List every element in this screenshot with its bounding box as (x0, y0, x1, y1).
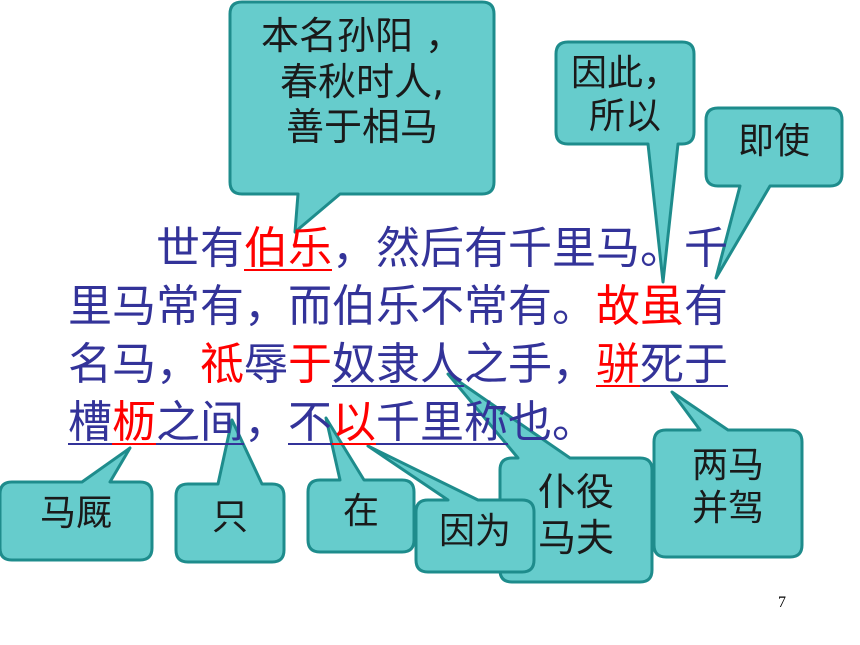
callout-bole (228, 0, 496, 234)
passage-segment: 之间 (156, 397, 244, 448)
page-number: 7 (778, 594, 786, 611)
passage-segment: ， (244, 397, 288, 448)
callout-liyi (0, 446, 154, 562)
passage-segment: 于 (288, 339, 332, 390)
callout-nulicai-text: 仆役 马夫 (537, 470, 614, 560)
callout-yu (306, 416, 416, 554)
passage-segment: 也。 (508, 397, 596, 448)
passage-line-2: 里马常有，而伯乐不常有。故虽有 (68, 280, 848, 334)
callout-yi-text: 因为 (438, 511, 511, 552)
passage-segment: ，然后有千里马。千 (332, 223, 728, 274)
passage-segment: 以 (332, 397, 376, 448)
passage-line-3: 名马，祗辱于奴隶人之手，骈死于 (68, 338, 848, 392)
passage-line-1: 世有伯乐，然后有千里马。千 (68, 222, 860, 276)
passage-segment: 奴隶人 (332, 339, 464, 390)
passage-segment: 故虽 (596, 281, 684, 332)
passage-segment: 辱 (244, 339, 288, 390)
callout-bole-text: 本名孙阳 ， 春秋时人, 善于相马 (260, 14, 464, 150)
callout-sui (704, 106, 844, 280)
callout-pian-text: 两马 并驾 (691, 445, 764, 530)
callout-yi (366, 444, 536, 574)
callout-nulicai (446, 372, 654, 584)
passage-segment: 死于 (640, 339, 728, 390)
passage-segment: 枥 (112, 397, 156, 448)
passage-segment: 名马， (68, 339, 200, 390)
passage-segment: 里马常有，而伯乐不常有。 (68, 281, 596, 332)
callout-sui-text: 即使 (737, 121, 810, 162)
passage-line-4: 槽枥之间，不以千里称也。 (68, 396, 848, 450)
passage-segment: 槽 (68, 397, 112, 448)
callout-liyi-text: 马厩 (39, 493, 112, 534)
callout-gu (554, 40, 696, 284)
callout-zhi (174, 418, 286, 564)
passage-segment: 不 (288, 397, 332, 448)
passage-segment: 伯乐 (244, 223, 332, 274)
callout-yu-text: 在 (342, 491, 379, 532)
passage-segment: 之手， (464, 339, 596, 390)
passage-segment: 千里称 (376, 397, 508, 448)
callout-pian (652, 390, 804, 559)
passage-segment: 骈 (596, 339, 640, 390)
callout-gu-text: 因此， 所以 (570, 53, 679, 138)
passage-segment: 世有 (156, 223, 244, 274)
callout-zhi-text: 只 (211, 497, 248, 538)
passage-segment: 祗 (200, 339, 244, 390)
passage-segment: 有 (684, 281, 728, 332)
